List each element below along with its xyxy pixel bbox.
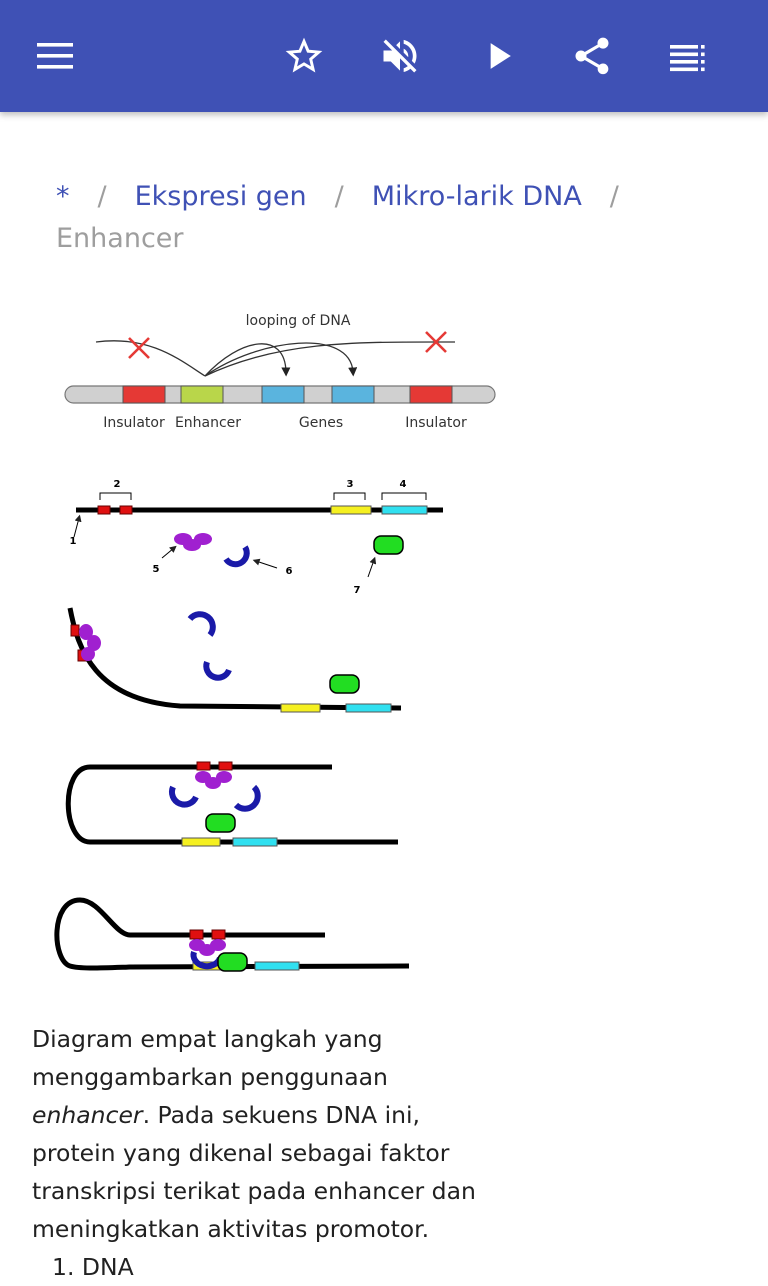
looping-diagram: looping of DNA Insulator Enhancer Genes … [64,313,496,431]
caption-text-part1: Diagram empat langkah yang menggambarkan… [32,1025,388,1091]
step-4-diagram [54,897,410,972]
enhancer-figure[interactable]: looping of DNA Insulator Enhancer Genes … [0,290,520,994]
menu-icon [37,43,73,69]
breadcrumb-separator: / [97,181,107,212]
play-button[interactable] [470,28,526,84]
breadcrumb-link-ekspresi-gen[interactable]: Ekspresi gen [134,181,307,212]
label-insulator-left: Insulator [103,415,165,431]
num-6: 6 [286,566,293,577]
num-1: 1 [70,536,77,547]
breadcrumb: * / Ekspresi gen / Mikro-larik DNA / Enhancer [56,176,706,260]
star-icon [285,37,323,73]
breadcrumb-separator: / [334,181,344,212]
mute-button[interactable] [372,28,428,84]
figure-caption: Diagram empat langkah yang menggambarkan… [32,1020,492,1248]
bookmark-button[interactable] [276,28,332,84]
label-genes: Genes [299,415,343,431]
caption-italic-enhancer: enhancer [32,1101,143,1129]
num-2: 2 [114,479,121,490]
app-bar [0,0,768,112]
breadcrumb-separator: / [609,181,619,212]
caption-text-part2: . Pada sekuens DNA ini, protein yang dik… [32,1101,476,1243]
looping-title: looping of DNA [246,313,351,329]
step-1-diagram: 2 3 4 1 5 6 7 [70,479,443,596]
menu-button[interactable] [28,28,84,84]
num-3: 3 [347,479,354,490]
breadcrumb-link-mikro-larik[interactable]: Mikro-larik DNA [371,181,582,212]
num-5: 5 [153,564,160,575]
breadcrumb-link-home[interactable]: * [56,181,70,212]
contents-button[interactable] [660,28,716,84]
num-4: 4 [400,479,407,490]
share-button[interactable] [564,28,620,84]
volume-off-icon [383,39,417,73]
breadcrumb-current: Enhancer [56,223,184,254]
label-insulator-right: Insulator [405,415,467,431]
play-icon [490,43,511,69]
playlist-icon [670,45,705,72]
step-2-diagram [67,607,402,713]
step-3-diagram [65,761,398,847]
num-7: 7 [354,585,361,596]
share-icon [575,37,609,75]
list-item: 1. DNA [52,1253,134,1281]
label-enhancer: Enhancer [175,415,241,431]
